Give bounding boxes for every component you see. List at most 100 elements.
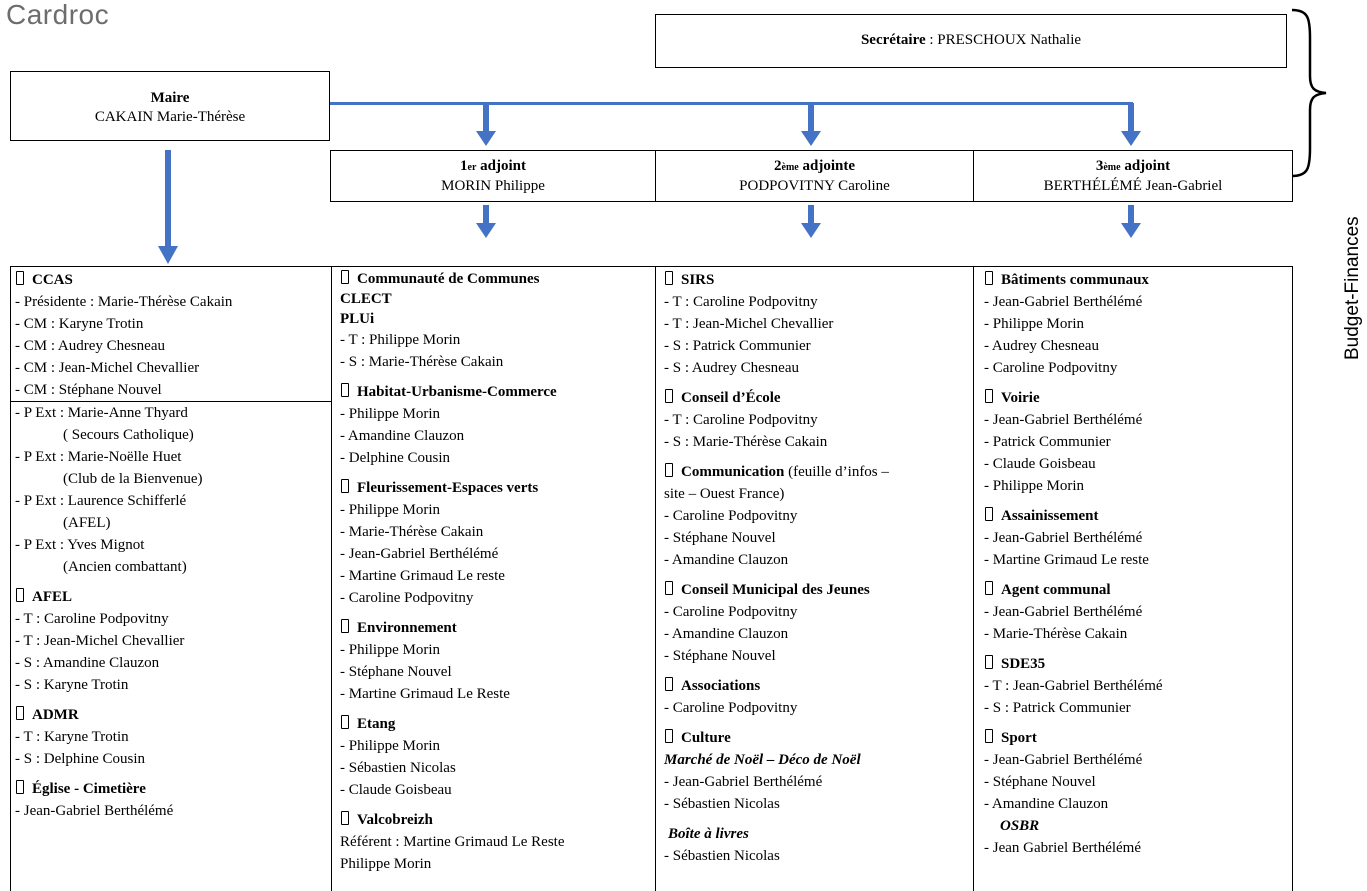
section-title: ADMR xyxy=(32,707,79,723)
section-admr-title: ADMR xyxy=(15,704,327,726)
section-agent-title: Agent communal xyxy=(984,579,1288,601)
list-item: (Ancien combattant) xyxy=(63,559,187,575)
bullet-icon xyxy=(16,271,24,285)
list-item: - Sébastien Nicolas xyxy=(340,760,456,776)
list-item: - Claude Goisbeau xyxy=(984,456,1096,472)
list-item: - S : Marie-Thérèse Cakain xyxy=(340,354,504,370)
list-item: - Amandine Clauzon xyxy=(664,552,789,568)
section-ecole-title: Conseil d’École xyxy=(664,387,969,409)
list-item: - Martine Grimaud Le Reste xyxy=(340,686,510,702)
bullet-icon xyxy=(341,811,349,825)
section-comm-title: Communication (feuille d’infos – xyxy=(664,461,969,483)
list-item: (Club de la Bienvenue) xyxy=(63,471,203,487)
bullet-icon xyxy=(985,271,993,285)
list-item: - Jean-Gabriel Berthélémé xyxy=(984,294,1143,310)
list-item: - CM : Karyne Trotin xyxy=(15,316,144,332)
section-afel-title: AFEL xyxy=(15,586,327,608)
list-item: - S : Delphine Cousin xyxy=(15,751,145,767)
adjoint2-role: adjointe xyxy=(798,158,855,174)
list-item: - S : Marie-Thérèse Cakain xyxy=(664,434,828,450)
list-item: - T : Caroline Podpovitny xyxy=(664,412,818,428)
arrow-down-icon xyxy=(476,205,496,238)
list-item: - Stéphane Nouvel xyxy=(340,664,452,680)
section-title: SIRS xyxy=(681,272,715,288)
logo: Cardroc xyxy=(6,0,110,30)
section-title: Valcobreizh xyxy=(357,812,433,828)
column-adjoint1: Communauté de Communes CLECT PLUi - T : … xyxy=(331,266,656,891)
list-item: - Stéphane Nouvel xyxy=(664,530,776,546)
list-item: - P Ext : Marie-Anne Thyard xyxy=(15,405,188,421)
list-item: - T : Philippe Morin xyxy=(340,332,461,348)
bullet-icon xyxy=(16,588,24,602)
list-item: - Sébastien Nicolas xyxy=(664,796,780,812)
section-etang-title: Etang xyxy=(340,713,651,735)
list-item: - Amandine Clauzon xyxy=(340,428,465,444)
list-item: - Caroline Podpovitny xyxy=(664,604,798,620)
bullet-icon xyxy=(16,706,24,720)
list-item: - Stéphane Nouvel xyxy=(664,648,776,664)
section-bat-title: Bâtiments communaux xyxy=(984,269,1288,291)
section-title: Bâtiments communaux xyxy=(1001,272,1149,288)
section-assoc-title: Associations xyxy=(664,675,969,697)
bullet-icon xyxy=(341,383,349,397)
arrow-down-icon xyxy=(476,103,496,146)
section-subtitle: PLUi xyxy=(340,311,375,327)
section-env-title: Environnement xyxy=(340,617,651,639)
bullet-icon xyxy=(985,581,993,595)
adjoint2-box: 2ème adjointe PODPOVITNY Caroline xyxy=(655,150,974,202)
bullet-icon xyxy=(985,655,993,669)
section-culture-title: Culture xyxy=(664,727,969,749)
adjoint1-num: 1 xyxy=(460,158,468,174)
list-item: - T : Jean-Michel Chevallier xyxy=(664,316,834,332)
column-adjoint3: Bâtiments communaux - Jean-Gabriel Berth… xyxy=(973,266,1293,891)
adjoint2-sup: ème xyxy=(781,162,799,173)
arrow-down-icon xyxy=(801,205,821,238)
section-title: Culture xyxy=(681,730,731,746)
section-cdc-title: Communauté de Communes xyxy=(340,269,651,289)
arrow-down-icon xyxy=(1121,205,1141,238)
section-ccas-title: CCAS xyxy=(15,269,327,291)
section-subtitle: (feuille d’infos – xyxy=(784,464,889,480)
section-assain-title: Assainissement xyxy=(984,505,1288,527)
list-item: - T : Caroline Podpovitny xyxy=(664,294,818,310)
list-item: - Marie-Thérèse Cakain xyxy=(984,626,1128,642)
section-fleur-title: Fleurissement-Espaces verts xyxy=(340,477,651,499)
list-item: - Caroline Podpovitny xyxy=(984,360,1118,376)
list-item: ( Secours Catholique) xyxy=(63,427,194,443)
list-item: - Caroline Podpovitny xyxy=(340,590,474,606)
secretaire-role: Secrétaire xyxy=(860,32,926,48)
arrow-down-icon xyxy=(801,103,821,146)
list-item: - Jean-Gabriel Berthélémé xyxy=(984,412,1143,428)
section-voirie-title: Voirie xyxy=(984,387,1288,409)
list-item: site – Ouest France) xyxy=(664,486,785,502)
list-item: - S : Karyne Trotin xyxy=(15,677,129,693)
list-item: - Martine Grimaud Le reste xyxy=(984,552,1149,568)
section-subtitle: Marché de Noël – Déco de Noël xyxy=(664,752,861,768)
section-title: Conseil Municipal des Jeunes xyxy=(681,582,870,598)
section-title: Assainissement xyxy=(1001,508,1099,524)
list-item: - Philippe Morin xyxy=(984,478,1084,494)
section-title: Fleurissement-Espaces verts xyxy=(357,480,539,496)
section-title: Associations xyxy=(681,678,761,694)
section-title: Environnement xyxy=(357,620,457,636)
section-subtitle: CLECT xyxy=(340,291,392,307)
list-item: - T : Jean-Gabriel Berthélémé xyxy=(984,678,1163,694)
list-item: - Claude Goisbeau xyxy=(340,782,452,798)
section-title: AFEL xyxy=(32,589,73,605)
list-item: - S : Patrick Communier xyxy=(984,700,1131,716)
list-item: - P Ext : Laurence Schifferlé xyxy=(15,493,187,509)
adjoint3-num: 3 xyxy=(1095,158,1104,174)
section-cmj-title: Conseil Municipal des Jeunes xyxy=(664,579,969,601)
list-item: - Caroline Podpovitny xyxy=(664,508,798,524)
section-title: CCAS xyxy=(32,272,73,288)
adjoint1-name: MORIN Philippe xyxy=(441,178,545,194)
list-item: - T : Karyne Trotin xyxy=(15,729,129,745)
list-item: - Philippe Morin xyxy=(340,502,440,518)
arrow-down-icon xyxy=(1121,103,1141,146)
list-item: - CM : Audrey Chesneau xyxy=(15,338,165,354)
adjoint2-name: PODPOVITNY Caroline xyxy=(739,178,890,194)
section-title: Sport xyxy=(1001,730,1037,746)
section-title: Etang xyxy=(357,716,396,732)
bullet-icon xyxy=(341,715,349,729)
section-title: Voirie xyxy=(1001,390,1040,406)
